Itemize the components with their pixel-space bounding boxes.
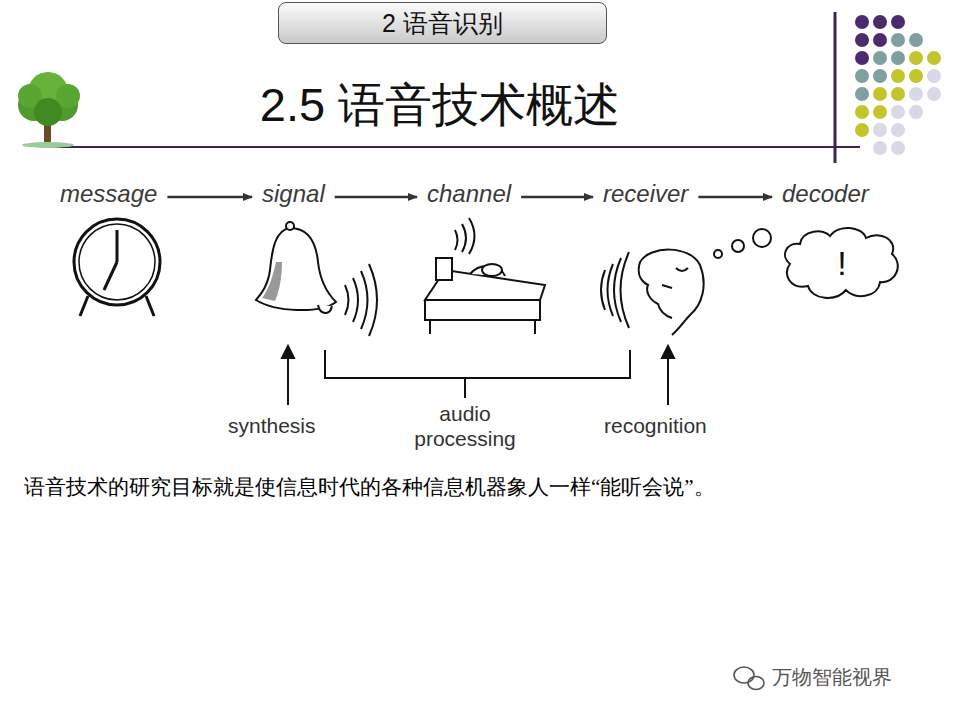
node-text: receiver — [603, 180, 688, 207]
node-text: channel — [427, 180, 511, 207]
node-text: signal — [262, 180, 325, 207]
thought-cloud: ! — [780, 224, 904, 302]
head-icon — [601, 250, 704, 335]
watermark: 万物智能视界 — [772, 664, 892, 691]
stage-label: decoder — [782, 180, 869, 208]
flow-arrow — [698, 196, 772, 199]
wechat-icon — [734, 667, 764, 690]
stage-label: message — [60, 180, 157, 208]
node-text: 2 语音识别 — [382, 7, 503, 40]
stage-label: channel — [427, 180, 511, 208]
bed-icon — [425, 218, 545, 334]
flow-arrow — [335, 196, 417, 199]
flow-arrow — [167, 196, 252, 199]
process-label: synthesis — [228, 414, 316, 438]
process-label: audio processing — [400, 401, 530, 451]
section-tab: 2 语音识别 — [278, 2, 607, 44]
slide-title: 2.5 语音技术概述 — [0, 74, 880, 137]
node-text: decoder — [782, 180, 869, 207]
stage-label: receiver — [603, 180, 688, 208]
thought-bubbles — [714, 229, 771, 258]
process-label: recognition — [604, 414, 707, 438]
node-text: ! — [837, 244, 846, 283]
flow-arrow — [521, 196, 593, 199]
clock-icon — [74, 219, 160, 316]
node-text: message — [60, 180, 157, 207]
bell-icon — [256, 222, 377, 336]
leader-lines — [282, 346, 674, 405]
stage-label: signal — [262, 180, 325, 208]
tree-icon — [18, 72, 80, 148]
note-text: 语音技术的研究目标就是使信息时代的各种信息机器象人一样“能听会说”。 — [24, 473, 715, 501]
